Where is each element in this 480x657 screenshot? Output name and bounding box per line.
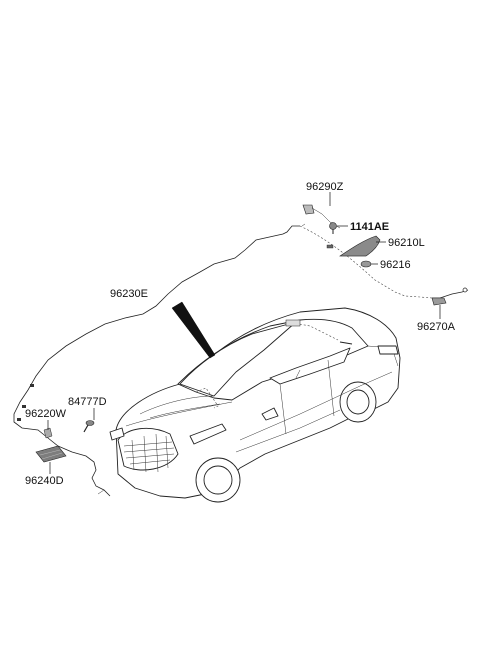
label-96216[interactable]: 96216 — [380, 259, 411, 271]
label-96210l[interactable]: 96210L — [388, 237, 425, 249]
label-96230e[interactable]: 96230E — [110, 288, 148, 300]
vehicle-illustration — [109, 307, 401, 503]
label-96290z[interactable]: 96290Z — [306, 181, 344, 193]
label-96220w[interactable]: 96220W — [25, 408, 66, 420]
cable-clip — [17, 418, 21, 421]
cable-tail — [97, 489, 105, 495]
roof-cable — [299, 225, 433, 299]
gasket-96216[interactable] — [360, 260, 372, 268]
cable-96240d-branch — [47, 437, 111, 497]
cable-clip — [22, 405, 26, 408]
module-96240d[interactable] — [35, 445, 67, 463]
label-96270a[interactable]: 96270A — [417, 321, 455, 333]
connector-clip — [326, 244, 334, 249]
connector-96270a[interactable] — [431, 297, 447, 306]
screw-84777d[interactable] — [83, 420, 95, 433]
cable-end — [301, 223, 306, 227]
roof-cable-inside — [195, 387, 219, 409]
pointer-arrow — [171, 301, 216, 359]
cable-96230e — [13, 225, 300, 439]
screw-1141ae[interactable] — [329, 222, 337, 235]
label-84777d[interactable]: 84777D — [68, 396, 107, 408]
cable-clip — [30, 384, 34, 387]
label-1141ae[interactable]: 1141AE — [350, 221, 390, 233]
label-96240d[interactable]: 96240D — [25, 475, 64, 487]
cable-96270a — [432, 289, 469, 299]
roof-fin-mark — [339, 341, 353, 345]
roof-mount — [285, 319, 301, 327]
shark-fin-antenna-96210l[interactable] — [339, 235, 381, 257]
